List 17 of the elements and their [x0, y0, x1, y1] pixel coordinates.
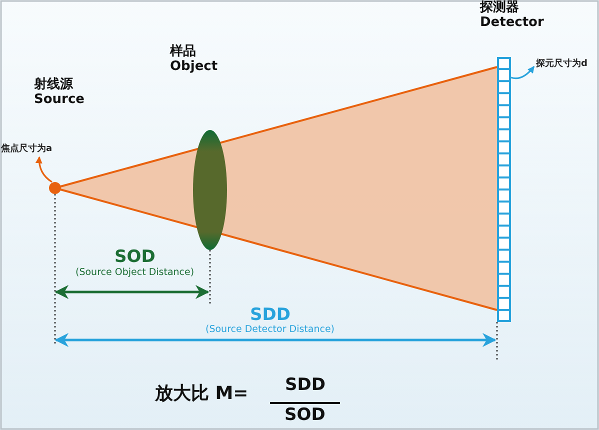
leader-arrow — [510, 66, 535, 80]
fraction-denominator: SOD — [284, 406, 326, 426]
source-dot — [49, 182, 61, 194]
component-label: 样品 Object — [170, 45, 219, 75]
dimension-label: SDD — [250, 306, 290, 325]
component-label: 探测器 Detector — [480, 1, 545, 31]
fraction-numerator: SDD — [285, 376, 326, 396]
formula-text: 放大比 M= — [155, 384, 248, 405]
dimension-note: (Source Detector Distance) — [206, 325, 335, 336]
leader-arrow — [36, 156, 52, 183]
object-ellipse — [193, 130, 227, 250]
detector-array — [497, 57, 511, 322]
dimension-note: (Source Object Distance) — [76, 268, 194, 279]
component-label: 射线源 Source — [34, 78, 86, 108]
callout-text: 焦点尺寸为a — [1, 144, 71, 157]
callout-text: 探元尺寸为d — [536, 59, 596, 72]
dimension-label: SOD — [114, 248, 156, 268]
